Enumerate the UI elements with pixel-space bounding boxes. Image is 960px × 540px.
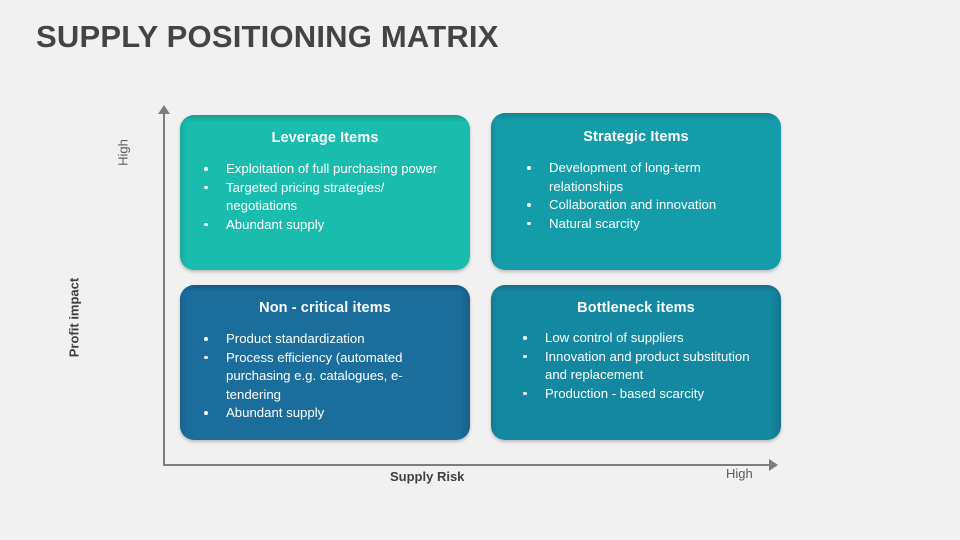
y-axis-title: Profit impact (66, 277, 82, 358)
list-item-text: Production - based scarcity (545, 385, 705, 401)
y-axis-high-label: High (115, 139, 131, 166)
bullet-icon (204, 355, 208, 360)
bullet-icon (523, 354, 527, 359)
bullet-icon (204, 222, 208, 227)
quadrant-non-critical-title: Non - critical items (259, 300, 391, 316)
list-item: Natural scarcity (525, 215, 767, 234)
quadrant-leverage-list: Exploitation of full purchasing power Ta… (180, 147, 470, 234)
quadrant-strategic-title: Strategic Items (583, 129, 689, 145)
bullet-icon (527, 166, 531, 170)
list-item-text: Product standardization (226, 331, 365, 346)
list-item: Process efficiency (automated purchasing… (202, 349, 456, 405)
bullet-icon (527, 203, 531, 207)
quadrant-bottleneck-title: Bottleneck items (577, 300, 695, 316)
y-axis-line (163, 112, 165, 465)
x-axis-line (163, 464, 771, 466)
quadrant-strategic-items[interactable]: Strategic Items Development of long-term… (491, 113, 781, 270)
page-title: SUPPLY POSITIONING MATRIX (36, 19, 499, 54)
bullet-icon (204, 337, 208, 341)
list-item: Development of long-term relationships (525, 159, 767, 196)
quadrant-non-critical-items[interactable]: Non - critical items Product standardiza… (180, 285, 470, 440)
list-item: Production - based scarcity (521, 385, 767, 404)
list-item: Targeted pricing strategies/ negotiation… (202, 179, 456, 216)
quadrant-leverage-items[interactable]: Leverage Items Exploitation of full purc… (180, 115, 470, 270)
list-item: Collaboration and innovation (525, 196, 767, 215)
quadrant-bottleneck-list: Low control of suppliers Innovation and … (491, 317, 781, 403)
list-item: Abundant supply (202, 404, 456, 423)
list-item-text: Collaboration and innovation (549, 197, 717, 213)
list-item-text: Abundant supply (226, 405, 325, 421)
bullet-icon (527, 221, 531, 226)
quadrant-leverage-title: Leverage Items (271, 130, 379, 146)
list-item-text: Targeted pricing strategies/ negotiation… (226, 179, 385, 214)
x-axis-title: Supply Risk (390, 469, 465, 484)
bullet-icon (523, 391, 527, 396)
bullet-icon (523, 336, 527, 340)
list-item-text: Process efficiency (automated purchasing… (226, 349, 403, 402)
list-item-text: Exploitation of full purchasing power (226, 161, 438, 176)
arrow-up-icon (158, 105, 170, 114)
quadrant-bottleneck-items[interactable]: Bottleneck items Low control of supplier… (491, 285, 781, 440)
list-item: Exploitation of full purchasing power (202, 160, 456, 179)
bullet-icon (204, 185, 208, 190)
list-item: Innovation and product substitution and … (521, 348, 767, 385)
bullet-icon (204, 411, 208, 415)
list-item: Abundant supply (202, 216, 456, 235)
list-item: Product standardization (202, 330, 456, 349)
list-item-text: Innovation and product substitution and … (545, 348, 750, 383)
list-item: Low control of suppliers (521, 329, 767, 348)
list-item-text: Abundant supply (226, 216, 325, 232)
list-item-text: Low control of suppliers (545, 330, 684, 345)
quadrant-strategic-list: Development of long-term relationships C… (491, 146, 781, 233)
arrow-right-icon (769, 459, 778, 471)
quadrant-non-critical-list: Product standardization Process efficien… (180, 317, 470, 423)
x-axis-high-label: High (726, 466, 753, 481)
list-item-text: Development of long-term relationships (549, 160, 701, 194)
list-item-text: Natural scarcity (549, 215, 640, 231)
bullet-icon (204, 167, 208, 171)
